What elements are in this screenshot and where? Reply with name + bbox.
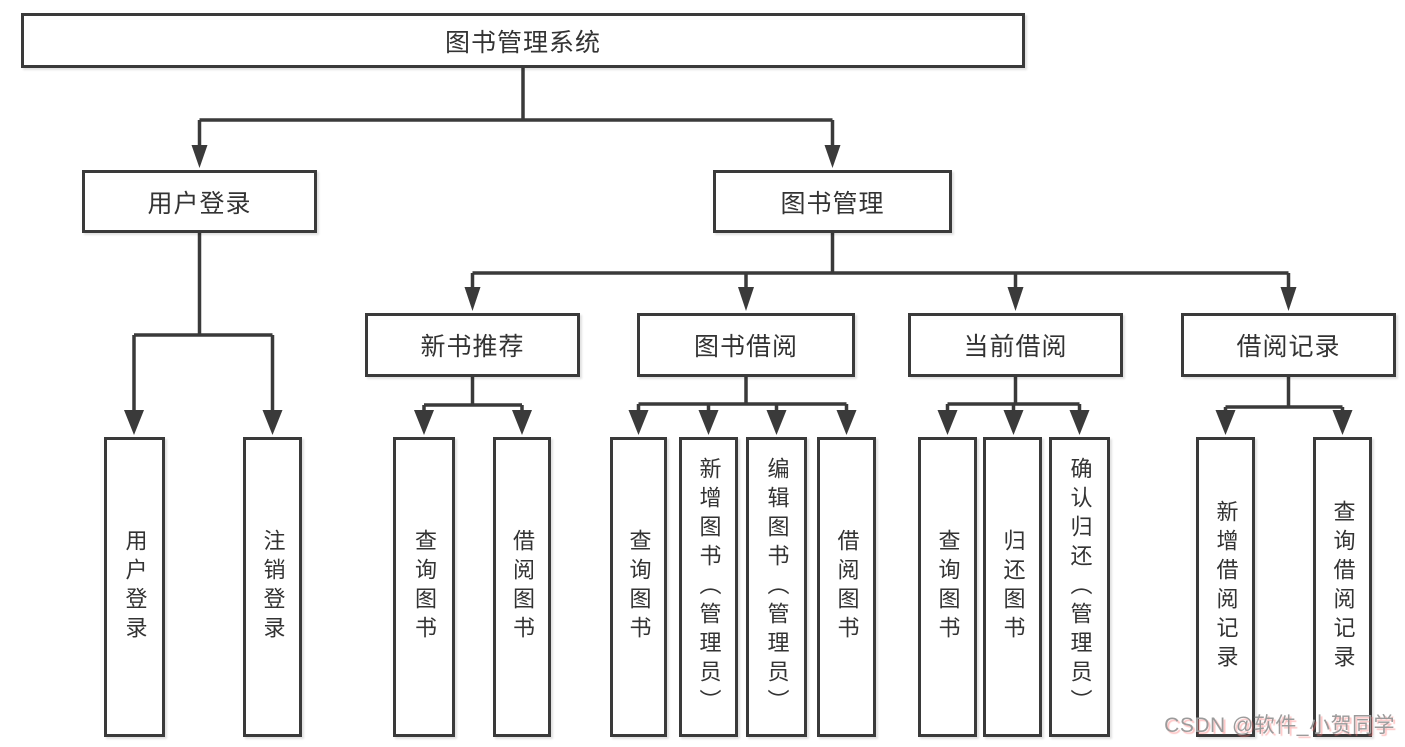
node-leaf-query-books-2: 查询图书 xyxy=(610,437,667,737)
node-leaf-add-borrow-record: 新增借阅记录 xyxy=(1196,437,1255,737)
node-leaf-return-books: 归还图书 xyxy=(983,437,1042,737)
node-leaf-borrow-books-2: 借阅图书 xyxy=(817,437,876,737)
node-leaf-borrow-books-1: 借阅图书 xyxy=(493,437,551,737)
node-leaf-user-login: 用户登录 xyxy=(104,437,165,737)
node-leaf-logout: 注销登录 xyxy=(243,437,302,737)
node-book-borrowing: 图书借阅 xyxy=(637,313,855,377)
node-root-library-system: 图书管理系统 xyxy=(21,13,1025,68)
node-book-management: 图书管理 xyxy=(713,170,952,233)
node-leaf-edit-books-admin: 编辑图书（管理员） xyxy=(746,437,807,737)
node-leaf-query-books-1: 查询图书 xyxy=(393,437,455,737)
node-leaf-query-books-3: 查询图书 xyxy=(918,437,977,737)
watermark: CSDN @软件_小贺同学 xyxy=(1164,714,1395,737)
node-new-book-recommendation: 新书推荐 xyxy=(365,313,580,377)
node-current-borrowing: 当前借阅 xyxy=(908,313,1123,377)
node-leaf-add-books-admin: 新增图书（管理员） xyxy=(679,437,738,737)
node-borrow-records: 借阅记录 xyxy=(1181,313,1396,377)
node-user-login: 用户登录 xyxy=(82,170,317,233)
node-leaf-query-borrow-record: 查询借阅记录 xyxy=(1313,437,1372,737)
node-leaf-confirm-return-admin: 确认归还（管理员） xyxy=(1049,437,1110,737)
